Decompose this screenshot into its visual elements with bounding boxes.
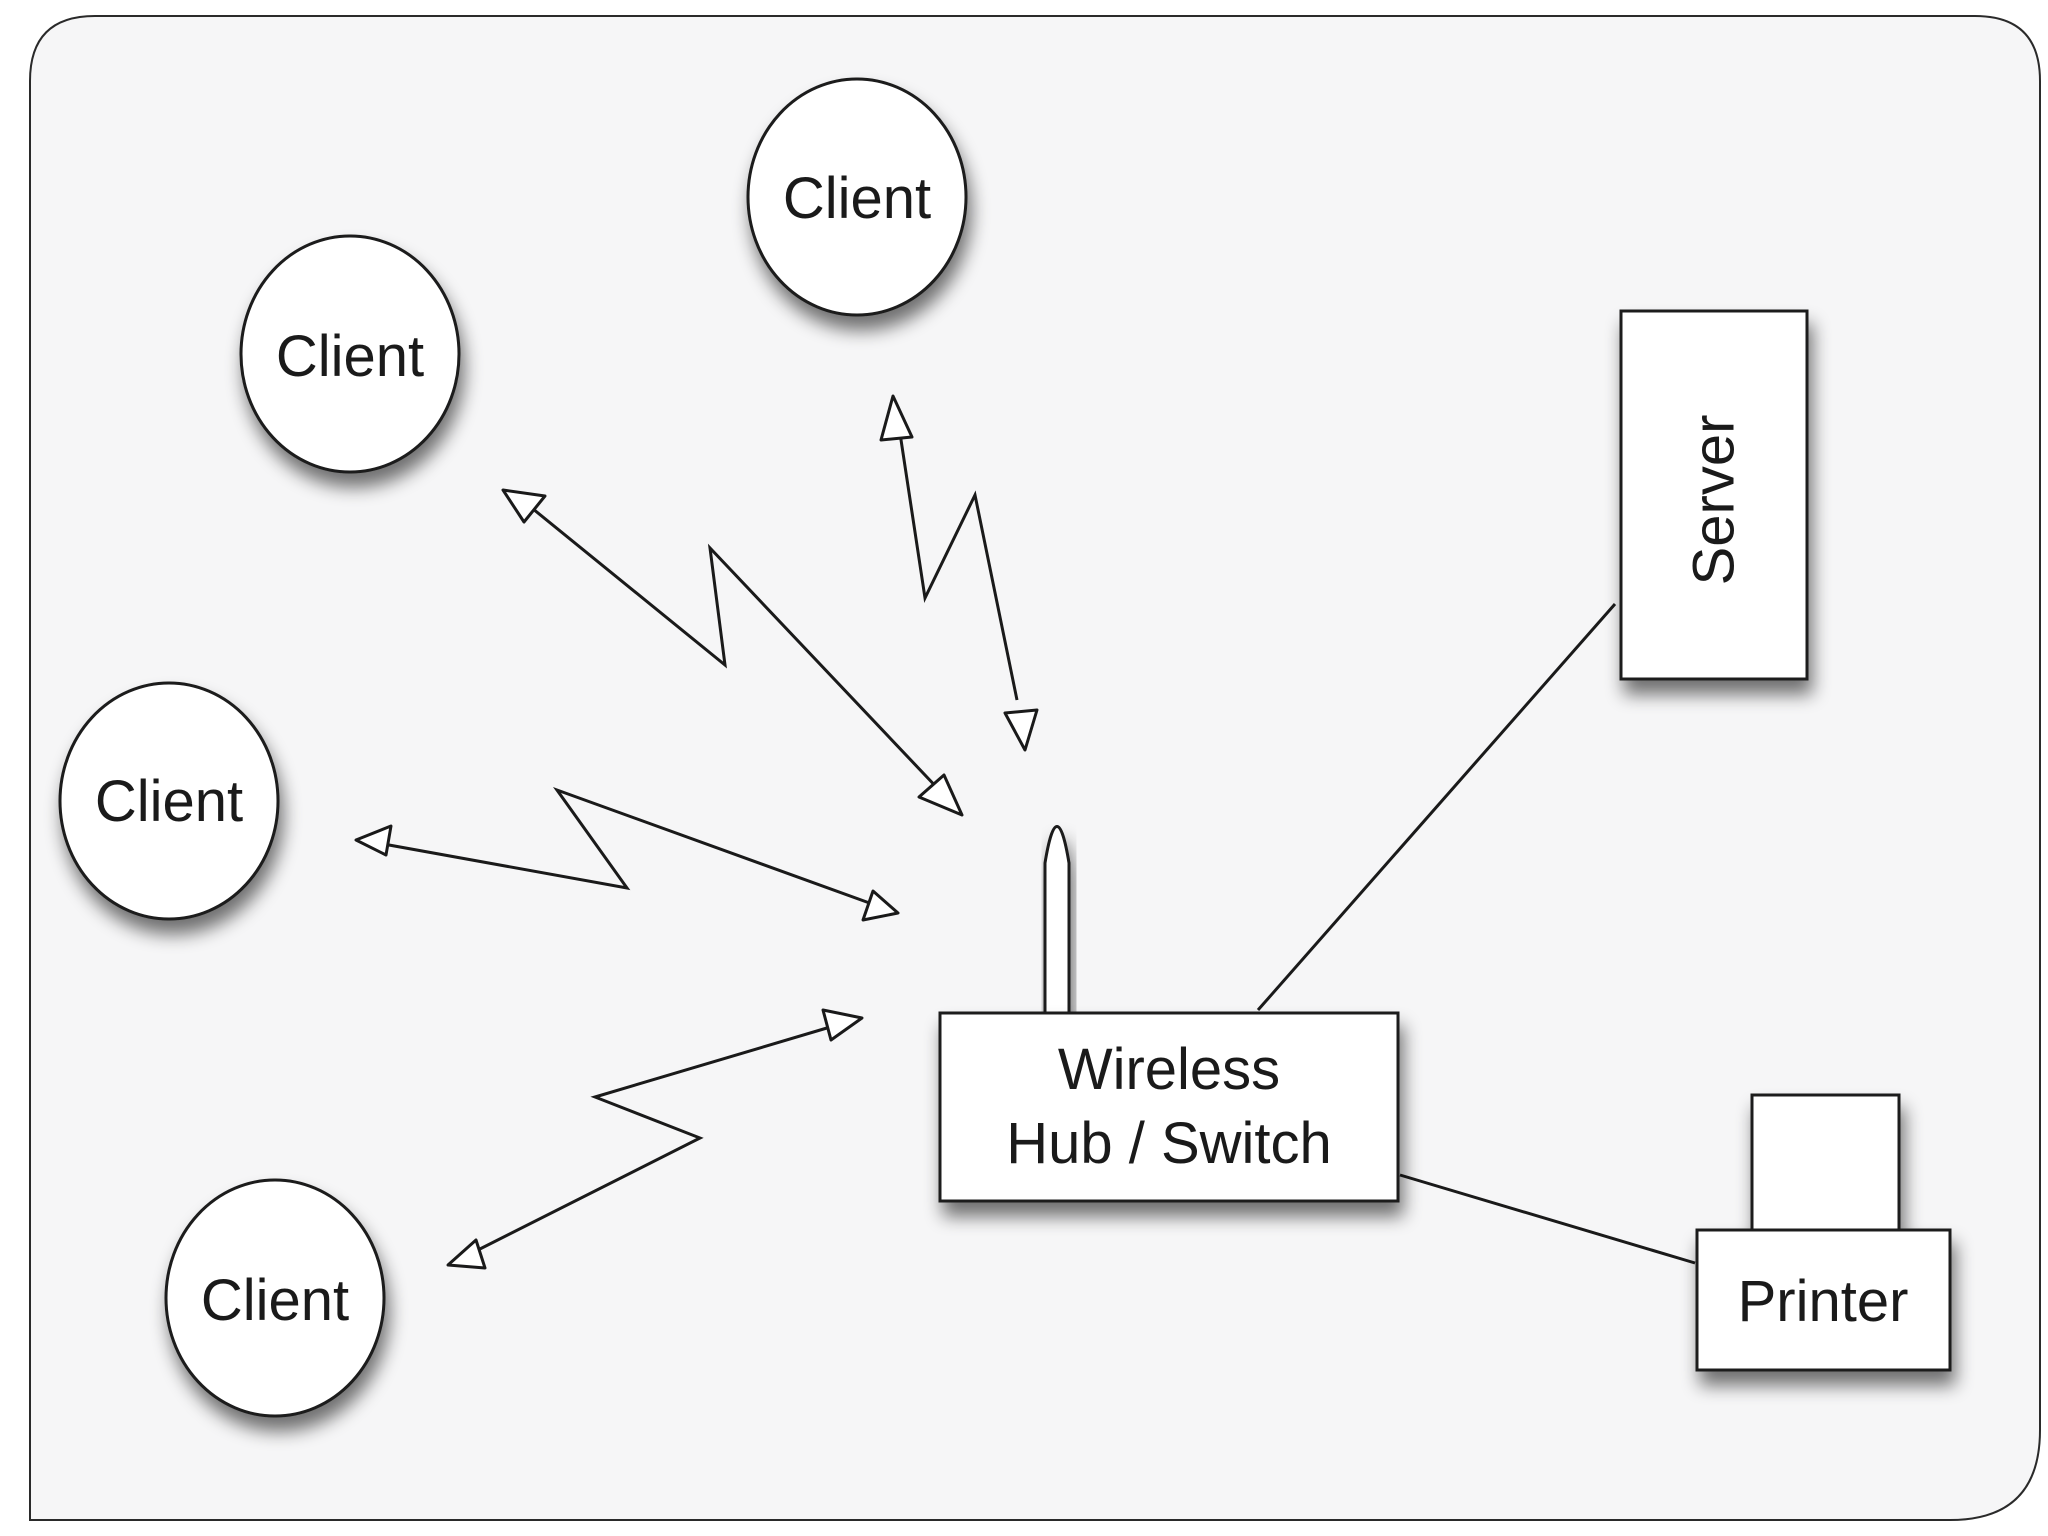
- client-node-mid-left: [58, 681, 280, 921]
- client-node-upper-left: [239, 234, 461, 474]
- server-connection-line: [1256, 603, 1617, 1011]
- server-node: [1619, 309, 1809, 681]
- arrowhead-mid-left-client-end: [354, 824, 393, 857]
- wireless-link-upper-left-client: [521, 498, 944, 795]
- client-node-bottom-left: [164, 1178, 386, 1418]
- client-label-top: Client: [783, 166, 931, 231]
- wireless-link-mid-left-client: [377, 786, 876, 907]
- wireless-hub-node: [938, 1011, 1400, 1203]
- client-label-mid-left: Client: [95, 769, 243, 834]
- wireless-link-top-client: [896, 419, 1019, 701]
- arrowhead-bottom-left-hub-end: [821, 1008, 864, 1042]
- printer-node: [1695, 1093, 1952, 1372]
- printer-connection-line: [1399, 1173, 1696, 1265]
- hub-label-line2: Hub / Switch: [1006, 1111, 1332, 1176]
- arrowhead-upper-left-client-end: [501, 488, 547, 524]
- server-label: Server: [1682, 415, 1747, 586]
- hub-label-line1: Wireless: [1058, 1037, 1280, 1102]
- arrowhead-mid-left-hub-end: [861, 889, 900, 922]
- diagram-frame: [29, 15, 2041, 1521]
- hub-antenna: [1043, 825, 1071, 1016]
- client-label-bottom-left: Client: [201, 1268, 349, 1333]
- client-label-upper-left: Client: [276, 324, 424, 389]
- client-node-top: [746, 77, 968, 317]
- arrowhead-top-hub-end: [1003, 708, 1039, 752]
- arrowhead-top-client-end: [879, 394, 914, 442]
- arrowhead-bottom-left-client-end: [446, 1238, 487, 1270]
- printer-label: Printer: [1738, 1269, 1909, 1334]
- wireless-link-bottom-left-client: [467, 1023, 838, 1257]
- arrowhead-upper-left-hub-end: [917, 773, 964, 817]
